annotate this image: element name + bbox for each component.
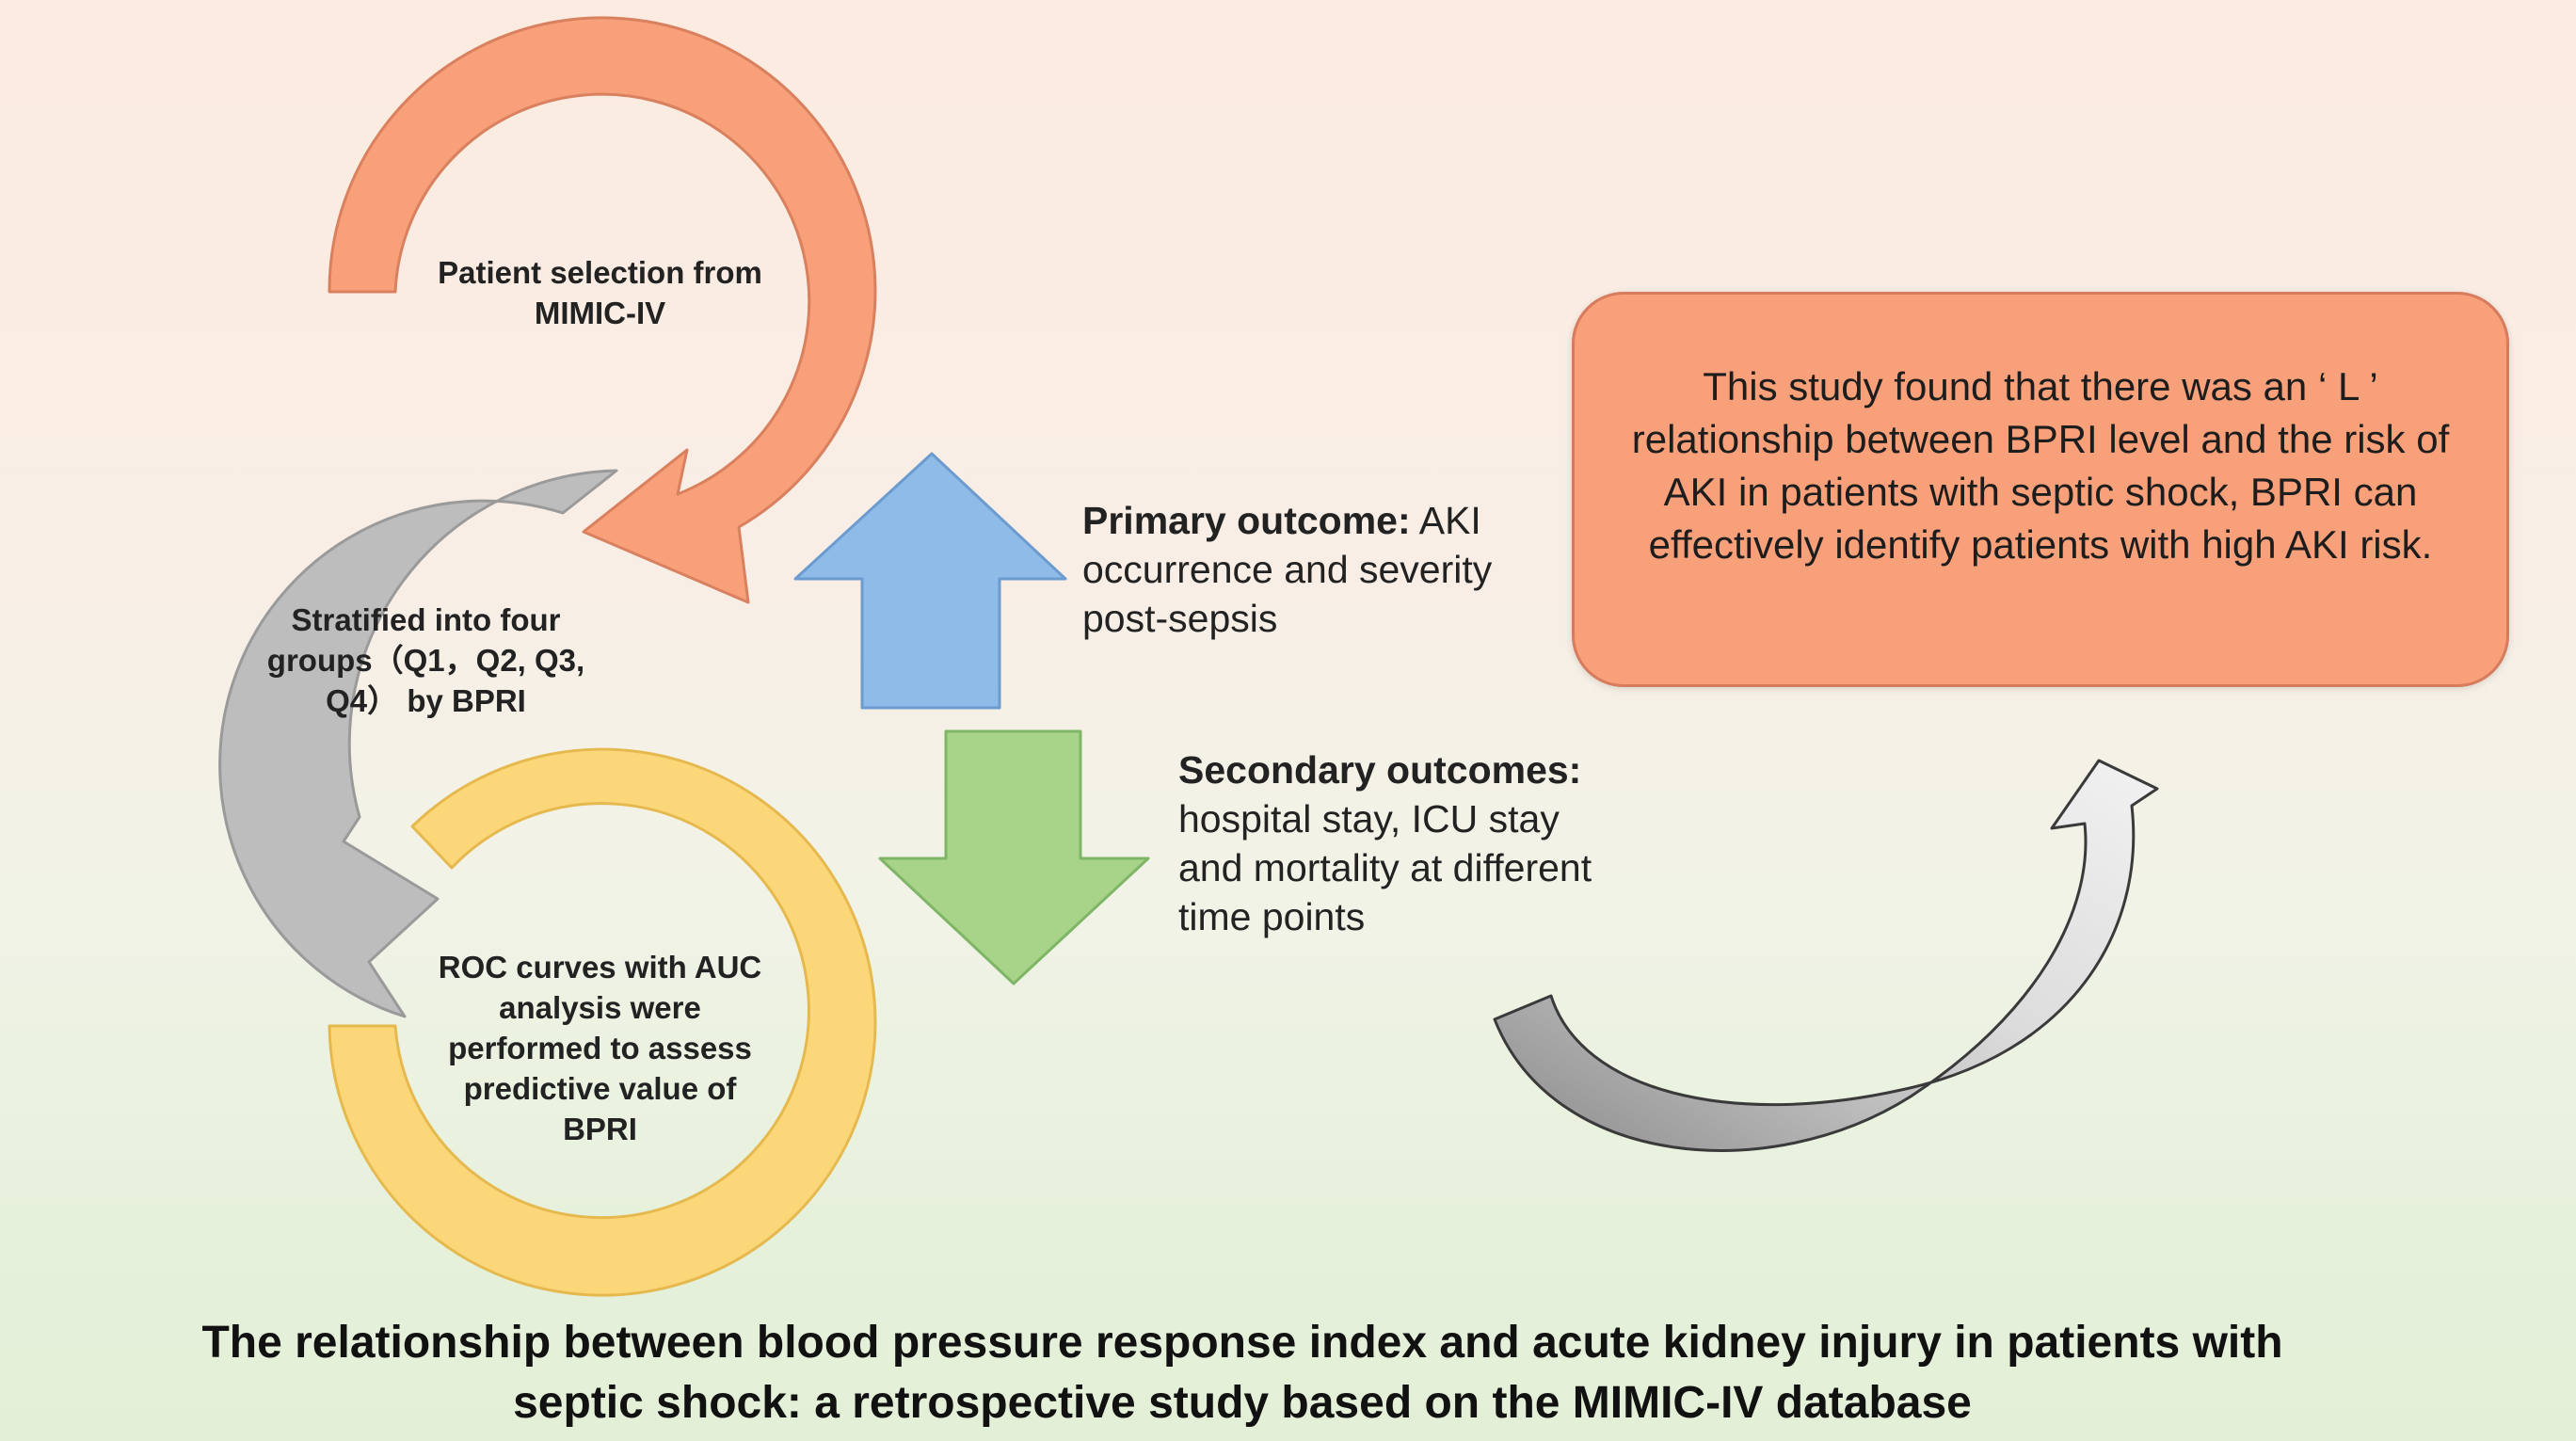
green-down-arrow: [878, 729, 1150, 985]
primary-outcome: Primary outcome: AKI occurrence and seve…: [1082, 496, 1534, 643]
step-roc-analysis: ROC curves with AUC analysis were perfor…: [438, 950, 762, 1146]
step-patient-selection: Patient selection from MIMIC-IV: [438, 255, 762, 330]
yellow-cycle-arrow: [328, 747, 877, 1297]
study-title: The relationship between blood pressure …: [132, 1313, 2353, 1433]
study-title-line1: The relationship between blood pressure …: [201, 1318, 2283, 1368]
curved-gray-arrow: [1493, 759, 2159, 1152]
study-title-line2: septic shock: a retrospective study base…: [513, 1378, 1972, 1428]
secondary-outcome-text: hospital stay, ICU stay and mortality at…: [1178, 797, 1592, 938]
gray-cycle-arrow: [218, 469, 618, 1018]
primary-outcome-text: AKI occurrence and severity post-sepsis: [1082, 499, 1493, 640]
step-stratification: Stratified into four groups（Q1，Q2, Q3, Q…: [266, 602, 585, 718]
blue-up-arrow: [793, 452, 1067, 710]
finding-text: This study found that there was an ‘ L ’…: [1631, 364, 2450, 567]
secondary-outcome-heading: Secondary outcomes:: [1178, 748, 1582, 792]
orange-cycle-arrow: [328, 16, 877, 604]
finding-box: This study found that there was an ‘ L ’…: [1572, 292, 2509, 687]
secondary-outcome: Secondary outcomes: hospital stay, ICU s…: [1178, 745, 1592, 941]
primary-outcome-heading: Primary outcome:: [1082, 499, 1411, 542]
